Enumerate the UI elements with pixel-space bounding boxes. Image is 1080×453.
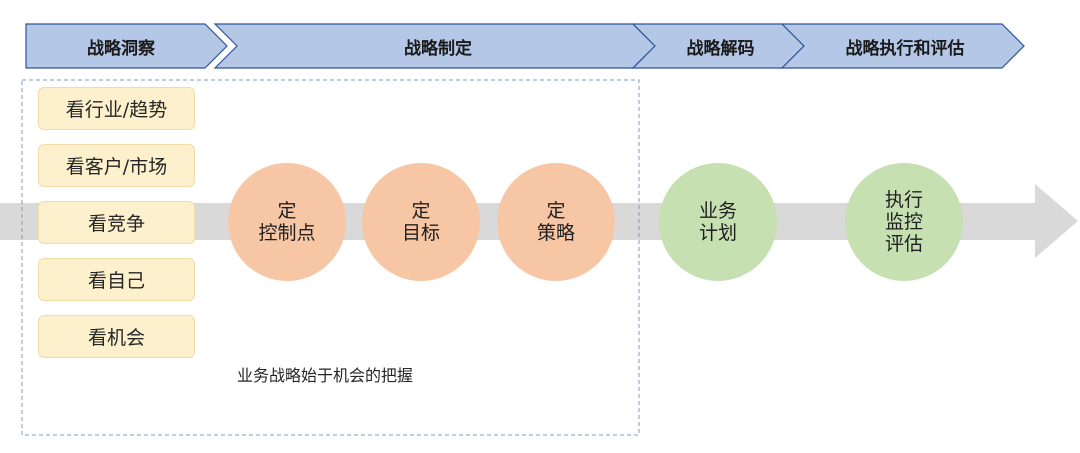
circle-strategy: 定 策略 [497,163,615,281]
caption-opportunity: 业务战略始于机会的把握 [237,366,414,385]
insight-item-competition: 看竞争 [38,201,195,244]
circle-business-plan: 业务 计划 [659,163,777,281]
circle-execute-monitor-evaluate: 执行 监控 评估 [845,163,963,281]
insight-item-industry-trend: 看行业/趋势 [38,87,195,130]
insight-item-customer-market: 看客户/市场 [38,144,195,187]
phase-label-decoding: 战略解码 [686,38,755,59]
insight-formulation-dashed-box [21,79,640,436]
insight-item-self: 看自己 [38,258,195,301]
phase-label-insight: 战略洞察 [87,38,155,59]
phase-label-formulation: 战略制定 [404,38,472,59]
phase-chevron-execution [780,23,1025,69]
phase-label-execution: 战略执行和评估 [845,38,965,59]
circle-control-point: 定 控制点 [228,163,346,281]
phase-chevron-insight [25,23,228,69]
insight-item-opportunity: 看机会 [38,315,195,358]
circle-goal: 定 目标 [362,163,480,281]
